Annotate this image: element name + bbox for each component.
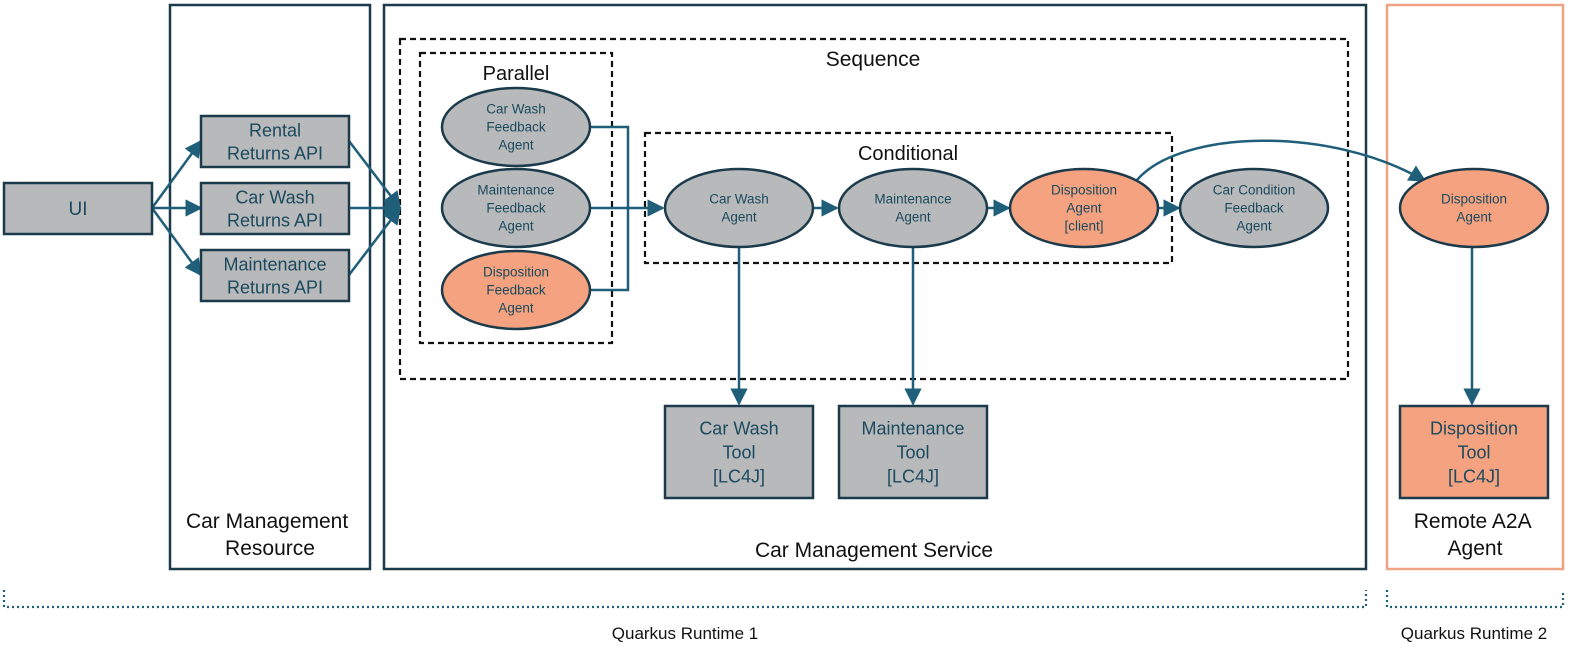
car-management-service-title: Car Management Service <box>755 539 993 562</box>
conditional-group <box>643 131 1174 265</box>
car-management-resource-title: Car Management Resource <box>186 510 354 560</box>
ui-box <box>2 181 154 236</box>
disposition-agent-client-node <box>1008 167 1160 249</box>
sequence-label: Sequence <box>826 48 921 71</box>
arrow-disposition-client-to-remote-agent <box>1136 139 1427 183</box>
runtime-2-label: Quarkus Runtime 2 <box>1401 624 1547 643</box>
ui-label: UI <box>69 199 88 220</box>
remote-a2a-agent-title: Remote A2A Agent <box>1414 510 1537 560</box>
maintenance-feedback-agent-node <box>440 167 592 249</box>
runtime-1-label: Quarkus Runtime 1 <box>612 624 758 643</box>
remote-disposition-agent-node <box>1398 167 1550 249</box>
maintenance-returns-api-box <box>199 248 351 303</box>
maintenance-agent-node <box>837 167 989 249</box>
car-management-resource-container <box>168 3 372 571</box>
arrow-ui-to-rental-api <box>150 139 203 209</box>
disposition-tool-box <box>1398 404 1550 500</box>
arrow-rental-api-to-sequence <box>348 140 402 210</box>
disposition-feedback-agent-node <box>440 249 592 331</box>
rental-returns-api-box <box>199 114 351 169</box>
arrow-maintenance-api-to-sequence <box>348 206 402 276</box>
runtime-1-bracket <box>2 590 1368 609</box>
conditional-label: Conditional <box>858 143 958 165</box>
parallel-group <box>418 51 614 345</box>
carwash-returns-api-box <box>199 181 351 236</box>
runtime-brackets <box>2 590 1565 609</box>
connector-arrows <box>150 125 1481 406</box>
runtime-2-bracket <box>1385 590 1565 609</box>
remote-a2a-agent-container <box>1385 3 1565 571</box>
carwash-tool-box <box>663 404 815 500</box>
carwash-agent-node <box>663 167 815 249</box>
maintenance-tool-box <box>837 404 989 500</box>
car-condition-feedback-agent-node <box>1178 167 1330 249</box>
car-management-service-container <box>382 3 1368 571</box>
carwash-feedback-agent-node <box>440 86 592 168</box>
parallel-label: Parallel <box>483 63 550 85</box>
arrow-ui-to-maintenance-api <box>150 207 203 277</box>
